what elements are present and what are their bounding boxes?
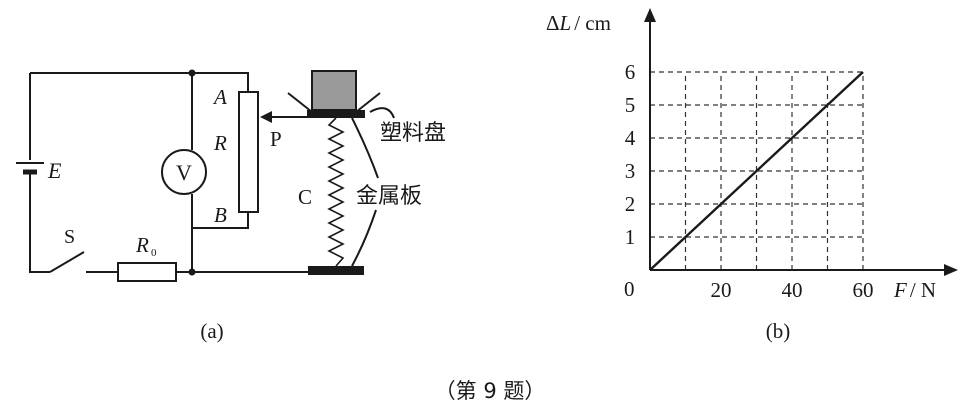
switch-label-s: S (64, 226, 75, 248)
y-tick-label-6: 6 (625, 60, 636, 84)
y-axis-arrowhead (644, 8, 656, 22)
x-axis-label: F/ N (893, 278, 936, 302)
junction-dot-bottom (188, 268, 196, 276)
rheostat-label-b: B (214, 203, 227, 227)
graph-axes (644, 8, 958, 276)
y-tick-label-1: 1 (625, 225, 636, 249)
origin-label: 0 (624, 277, 635, 301)
object-on-tray (311, 70, 357, 111)
rheostat-label-r: R (213, 131, 227, 155)
rheostat-label-a: A (212, 85, 227, 109)
caption-a: (a) (200, 319, 223, 343)
y-tick-label-2: 2 (625, 192, 636, 216)
data-series (649, 71, 864, 271)
caption-b: (b) (766, 319, 791, 343)
graph-b: 20 40 60 1 2 3 4 5 6 0 ΔL/ cm F/ N (b) (546, 8, 958, 343)
leader-line-plate-upper (351, 117, 379, 179)
plastic-tray-rim (287, 92, 381, 113)
label-metal-plate: 金属板 (356, 184, 422, 209)
spring-label-c: C (298, 185, 312, 209)
battery-label-e: E (47, 158, 62, 183)
voltmeter-label-v: V (176, 160, 192, 185)
x-tick-label-20: 20 (711, 278, 732, 302)
resistor-r0-label: R (135, 233, 149, 257)
wire-to-rheostat-top (192, 72, 249, 92)
y-axis-label: ΔL/ cm (546, 11, 611, 35)
resistor-r0-subscript: 0 (151, 247, 157, 259)
y-tick-label-3: 3 (625, 159, 636, 183)
spring-c (327, 117, 345, 267)
slider-label-p: P (270, 127, 282, 151)
wire-left-lower (29, 188, 50, 273)
y-tick-label-5: 5 (625, 93, 636, 117)
bottom-metal-plate (308, 266, 364, 275)
x-tick-label-40: 40 (782, 278, 803, 302)
y-tick-label-4: 4 (625, 126, 636, 150)
resistor-r0-symbol (117, 262, 177, 282)
junction-dot-top (188, 69, 196, 77)
rheostat-r-symbol (238, 91, 259, 213)
x-axis-arrowhead (944, 264, 958, 276)
leader-line-plate-lower (351, 209, 377, 267)
battery-symbol (16, 162, 44, 188)
x-tick-label-60: 60 (853, 278, 874, 302)
tick-labels: 20 40 60 1 2 3 4 5 6 (625, 60, 874, 302)
tray-top-plate (307, 110, 365, 118)
wire-from-rheostat-bottom (192, 212, 249, 229)
problem-number-caption: （第 9 题） (435, 379, 546, 403)
voltmeter-symbol (161, 149, 207, 195)
switch-s-symbol (49, 251, 85, 273)
label-plastic-tray: 塑料盘 (380, 121, 446, 146)
series-line-0 (649, 71, 864, 271)
circuit-diagram: E S R 0 V A R B P C (16, 69, 446, 343)
leader-line-tray (369, 107, 395, 119)
